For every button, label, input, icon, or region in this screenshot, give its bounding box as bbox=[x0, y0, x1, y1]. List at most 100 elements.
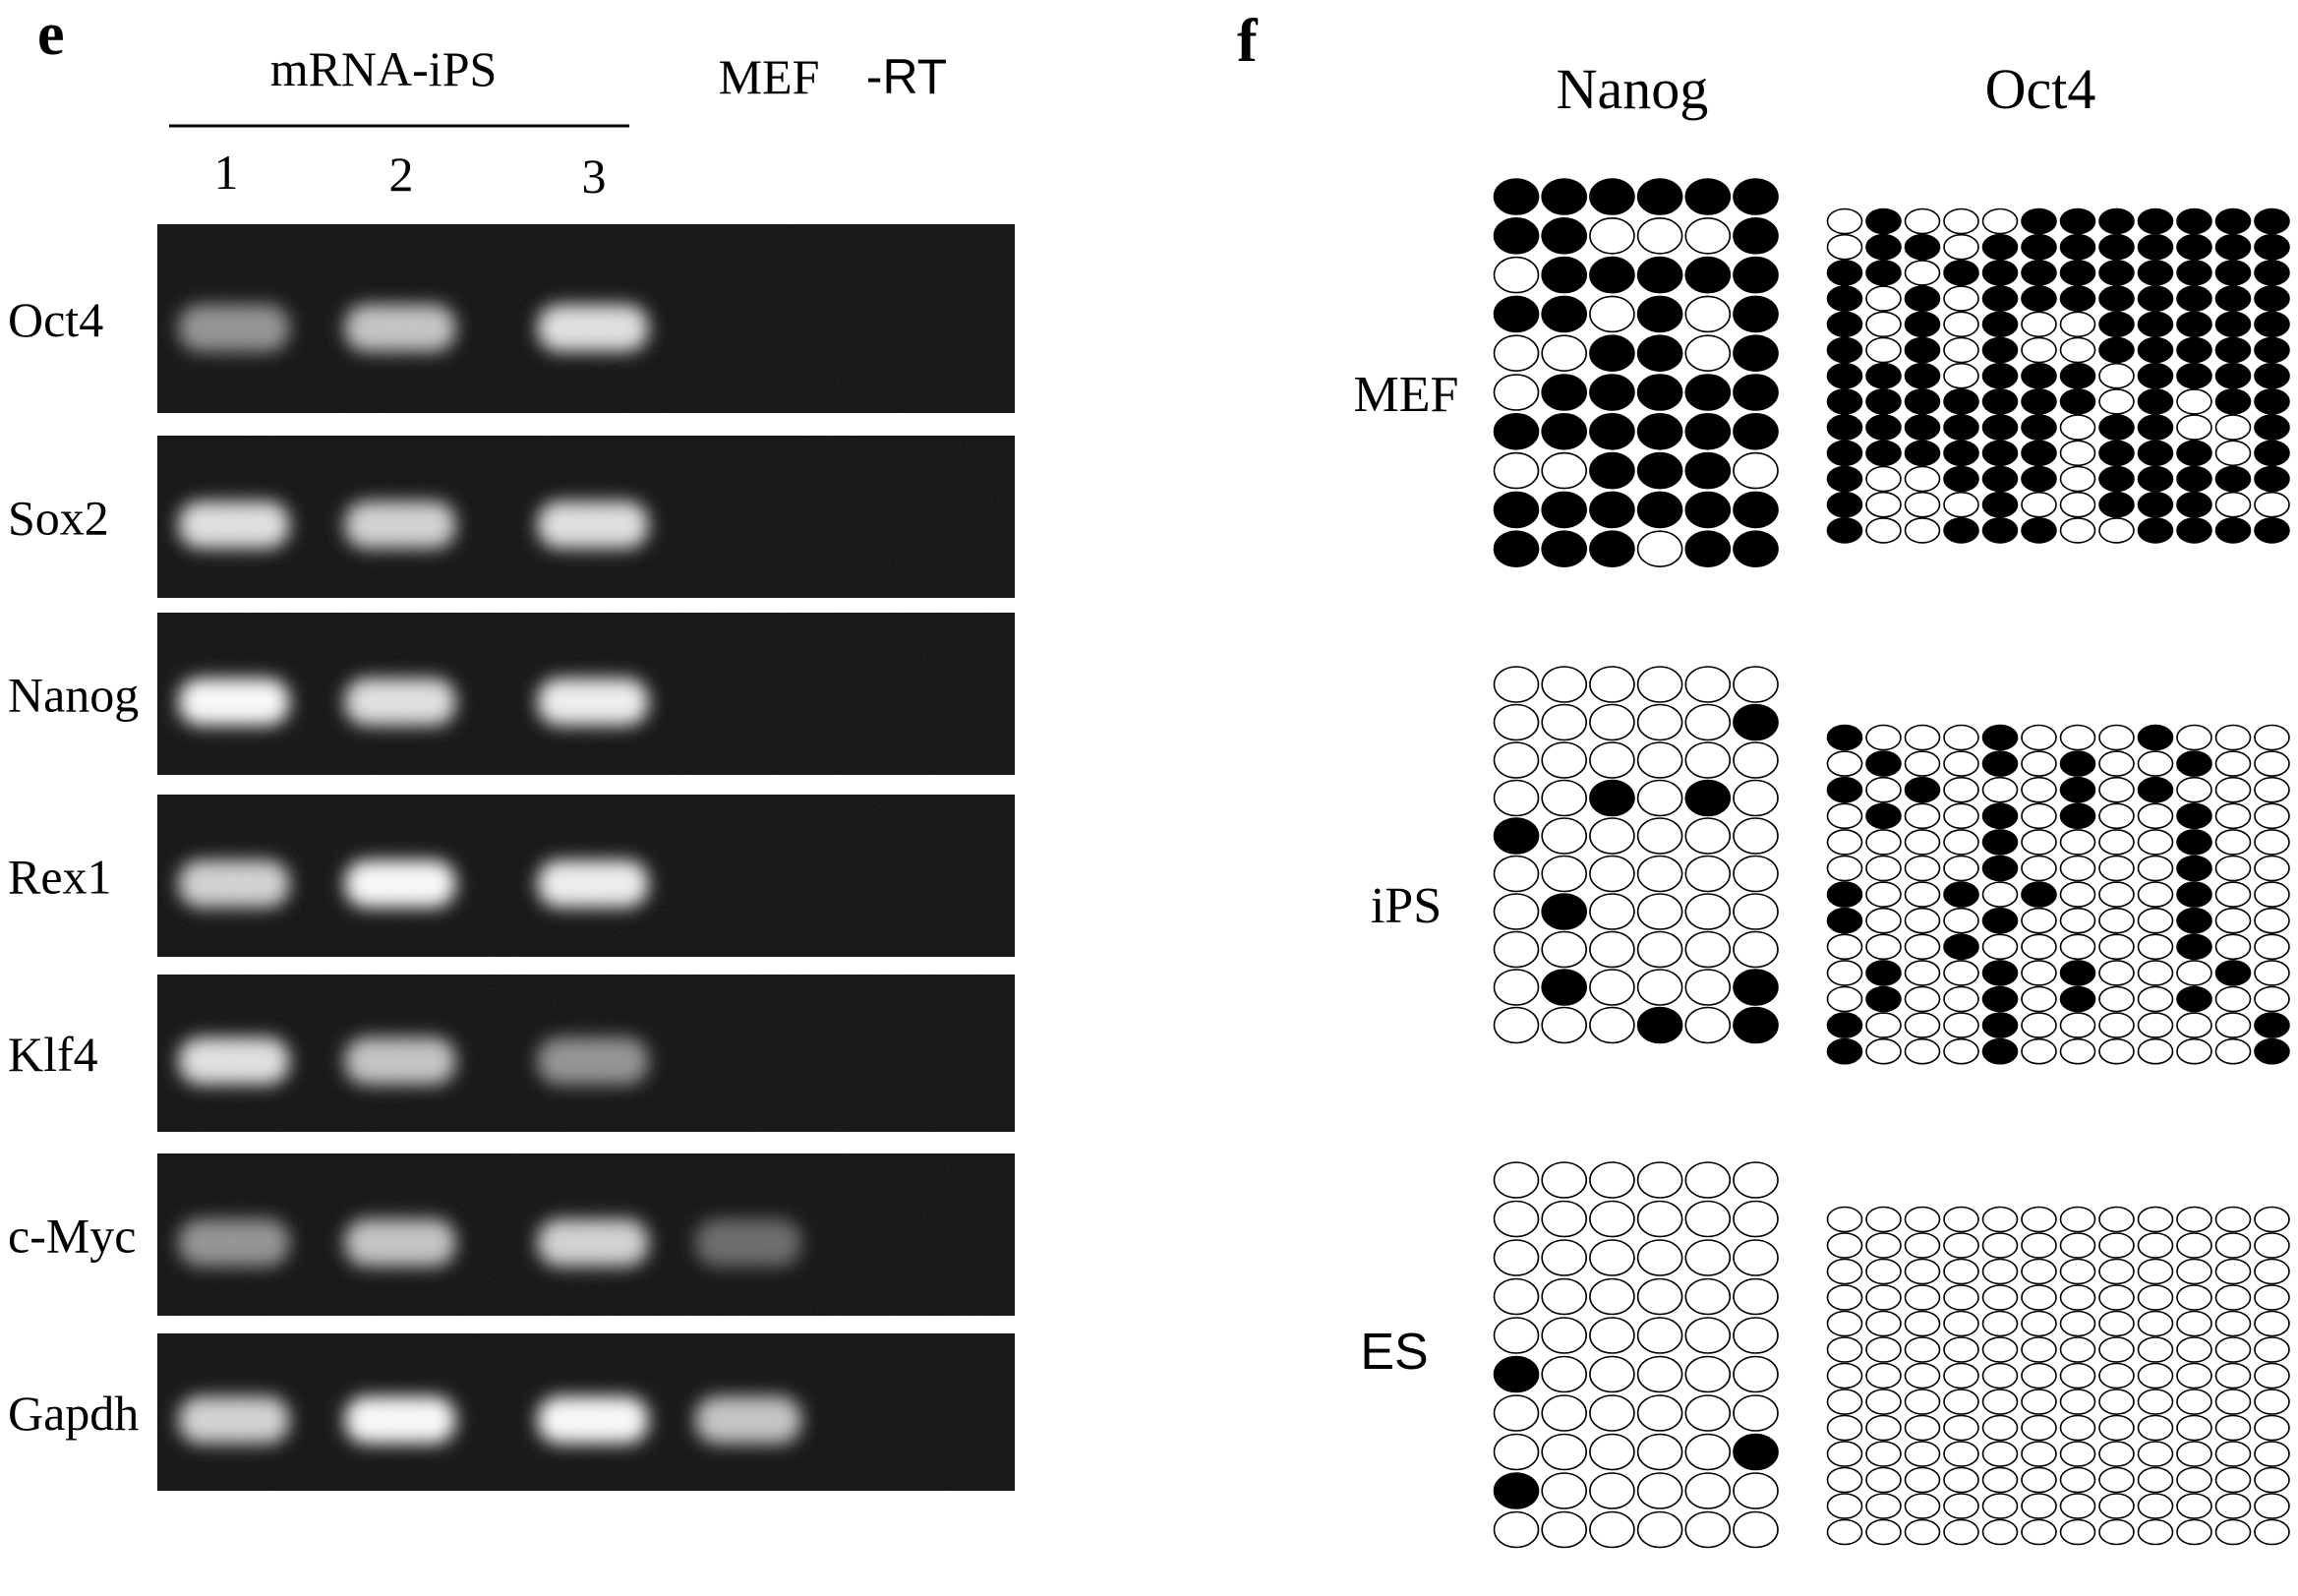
cpg-dot-es-oct4-unmethylated bbox=[1943, 1518, 1979, 1546]
cpg-dot-es-oct4-unmethylated bbox=[2137, 1414, 2174, 1442]
cpg-dot-es-oct4-unmethylated bbox=[1981, 1414, 2019, 1442]
cpg-dot-mef-oct4-methylated bbox=[1981, 414, 2019, 441]
cpg-dot-es-nanog-unmethylated bbox=[1493, 1317, 1540, 1354]
cpg-dot-es-nanog-unmethylated bbox=[1589, 1433, 1635, 1471]
cpg-dot-ips-oct4-unmethylated bbox=[1943, 802, 1979, 830]
cpg-dot-mef-oct4-unmethylated bbox=[1943, 207, 1979, 235]
cpg-dot-ips-oct4-methylated bbox=[1981, 802, 2019, 830]
cpg-dot-ips-nanog-methylated bbox=[1733, 969, 1779, 1006]
cpg-dot-mef-oct4-unmethylated bbox=[2176, 388, 2212, 415]
cpg-dot-ips-oct4-unmethylated bbox=[2021, 907, 2057, 934]
cpg-dot-es-oct4-unmethylated bbox=[2021, 1206, 2057, 1233]
cpg-dot-ips-nanog-unmethylated bbox=[1733, 855, 1779, 893]
cpg-dot-ips-oct4-unmethylated bbox=[2176, 1012, 2212, 1038]
col-header-oct4: Oct4 bbox=[1985, 57, 2096, 121]
cpg-dot-ips-oct4-methylated bbox=[1826, 881, 1863, 908]
cpg-dot-ips-oct4-unmethylated bbox=[2254, 724, 2290, 751]
band-gapdh-lane-2 bbox=[344, 1396, 456, 1444]
cpg-dot-ips-oct4-unmethylated bbox=[2098, 960, 2135, 986]
cpg-dot-es-oct4-unmethylated bbox=[1981, 1232, 2019, 1259]
cpg-dot-ips-oct4-unmethylated bbox=[1865, 907, 1902, 934]
cpg-dot-ips-oct4-unmethylated bbox=[2137, 933, 2174, 961]
cpg-dot-es-oct4-unmethylated bbox=[1865, 1441, 1902, 1467]
cpg-dot-mef-oct4-methylated bbox=[2176, 362, 2212, 389]
cpg-dot-es-nanog-unmethylated bbox=[1733, 1161, 1779, 1199]
cpg-dot-ips-oct4-unmethylated bbox=[1904, 1012, 1941, 1038]
cpg-dot-ips-nanog-unmethylated bbox=[1493, 930, 1540, 969]
cpg-dot-es-oct4-unmethylated bbox=[2214, 1389, 2252, 1415]
cpg-dot-ips-oct4-unmethylated bbox=[2214, 933, 2252, 961]
cpg-dot-ips-nanog-unmethylated bbox=[1493, 893, 1540, 930]
cpg-dot-mef-nanog-methylated bbox=[1493, 295, 1540, 333]
cpg-dot-ips-nanog-unmethylated bbox=[1541, 855, 1587, 893]
cpg-dot-mef-oct4-methylated bbox=[2137, 465, 2174, 493]
cpg-dot-ips-oct4-unmethylated bbox=[2214, 985, 2252, 1013]
cpg-dot-mef-nanog-methylated bbox=[1541, 412, 1587, 450]
cpg-dot-ips-oct4-unmethylated bbox=[1904, 907, 1941, 934]
band-c-myc-lane-2 bbox=[344, 1218, 456, 1267]
cpg-dot-ips-oct4-unmethylated bbox=[2176, 724, 2212, 751]
cpg-dot-ips-oct4-methylated bbox=[2059, 985, 2096, 1013]
col-header-nanog: Nanog bbox=[1557, 57, 1709, 121]
cpg-dot-es-nanog-unmethylated bbox=[1733, 1510, 1779, 1549]
cpg-dot-ips-oct4-unmethylated bbox=[1943, 829, 1979, 856]
cpg-dot-ips-oct4-unmethylated bbox=[1904, 750, 1941, 777]
cpg-dot-mef-oct4-methylated bbox=[1826, 414, 1863, 441]
cpg-dot-es-oct4-unmethylated bbox=[1865, 1258, 1902, 1285]
cpg-dot-mef-oct4-methylated bbox=[1981, 517, 2019, 544]
cpg-dot-es-oct4-unmethylated bbox=[2137, 1518, 2174, 1546]
cpg-dot-mef-nanog-unmethylated bbox=[1493, 374, 1540, 411]
cpg-dot-mef-oct4-methylated bbox=[2098, 311, 2135, 338]
cpg-dot-es-oct4-unmethylated bbox=[2214, 1284, 2252, 1311]
cpg-dot-ips-oct4-unmethylated bbox=[2214, 802, 2252, 830]
cpg-dot-es-oct4-unmethylated bbox=[2098, 1284, 2135, 1311]
cpg-dot-mef-oct4-methylated bbox=[1826, 465, 1863, 493]
cpg-dot-ips-oct4-unmethylated bbox=[1865, 881, 1902, 908]
cpg-dot-ips-oct4-unmethylated bbox=[2098, 750, 2135, 777]
cpg-dot-mef-nanog-methylated bbox=[1684, 530, 1732, 568]
cpg-dot-ips-oct4-unmethylated bbox=[1904, 881, 1941, 908]
cpg-dot-ips-oct4-methylated bbox=[1981, 750, 2019, 777]
cpg-dot-mef-nanog-methylated bbox=[1733, 217, 1779, 255]
cpg-dot-es-oct4-unmethylated bbox=[2059, 1493, 2096, 1519]
cpg-dot-mef-oct4-methylated bbox=[2098, 207, 2135, 235]
cpg-dot-mef-nanog-methylated bbox=[1733, 491, 1779, 529]
cpg-dot-ips-oct4-unmethylated bbox=[2137, 960, 2174, 986]
cpg-dot-mef-oct4-methylated bbox=[2214, 388, 2252, 415]
cpg-dot-es-nanog-unmethylated bbox=[1589, 1394, 1635, 1432]
cpg-dot-mef-oct4-unmethylated bbox=[2059, 414, 2096, 441]
cpg-dot-es-oct4-unmethylated bbox=[2254, 1336, 2290, 1363]
cpg-dot-mef-oct4-methylated bbox=[2137, 260, 2174, 286]
cpg-dot-ips-oct4-unmethylated bbox=[2098, 1037, 2135, 1065]
cpg-dot-es-nanog-unmethylated bbox=[1733, 1355, 1779, 1393]
cpg-dot-ips-nanog-unmethylated bbox=[1636, 817, 1683, 855]
cpg-dot-mef-nanog-methylated bbox=[1733, 374, 1779, 411]
cpg-dot-es-oct4-unmethylated bbox=[1943, 1389, 1979, 1415]
cpg-dot-es-oct4-unmethylated bbox=[1865, 1310, 1902, 1337]
cpg-dot-es-oct4-unmethylated bbox=[2021, 1336, 2057, 1363]
cpg-dot-mef-nanog-methylated bbox=[1589, 178, 1635, 215]
cpg-dot-es-oct4-unmethylated bbox=[2021, 1389, 2057, 1415]
cpg-dot-ips-oct4-unmethylated bbox=[2059, 907, 2096, 934]
cpg-dot-mef-oct4-methylated bbox=[1943, 440, 1979, 467]
cpg-dot-ips-nanog-unmethylated bbox=[1636, 930, 1683, 969]
cpg-dot-es-oct4-unmethylated bbox=[1865, 1336, 1902, 1363]
cpg-dot-ips-oct4-methylated bbox=[1826, 907, 1863, 934]
cpg-dot-ips-oct4-methylated bbox=[2176, 985, 2212, 1013]
band-sox2-lane-1 bbox=[178, 501, 290, 549]
cpg-dot-es-oct4-unmethylated bbox=[2254, 1389, 2290, 1415]
cpg-dot-es-oct4-unmethylated bbox=[1826, 1389, 1863, 1415]
cpg-dot-es-oct4-unmethylated bbox=[1943, 1466, 1979, 1494]
cpg-dot-es-oct4-unmethylated bbox=[1904, 1493, 1941, 1519]
cpg-dot-ips-oct4-unmethylated bbox=[1981, 881, 2019, 908]
cpg-dot-ips-oct4-unmethylated bbox=[1826, 960, 1863, 986]
cpg-dot-mef-oct4-methylated bbox=[2137, 311, 2174, 338]
cpg-dot-ips-oct4-unmethylated bbox=[1865, 776, 1902, 803]
cpg-dot-mef-oct4-methylated bbox=[2214, 517, 2252, 544]
cpg-dot-es-nanog-unmethylated bbox=[1684, 1472, 1732, 1509]
cpg-dot-ips-oct4-unmethylated bbox=[2098, 1012, 2135, 1038]
cpg-dot-mef-oct4-methylated bbox=[1904, 233, 1941, 261]
cpg-dot-es-oct4-unmethylated bbox=[1865, 1362, 1902, 1389]
cpg-dot-ips-oct4-unmethylated bbox=[1981, 776, 2019, 803]
cpg-dot-ips-oct4-methylated bbox=[1826, 1012, 1863, 1038]
